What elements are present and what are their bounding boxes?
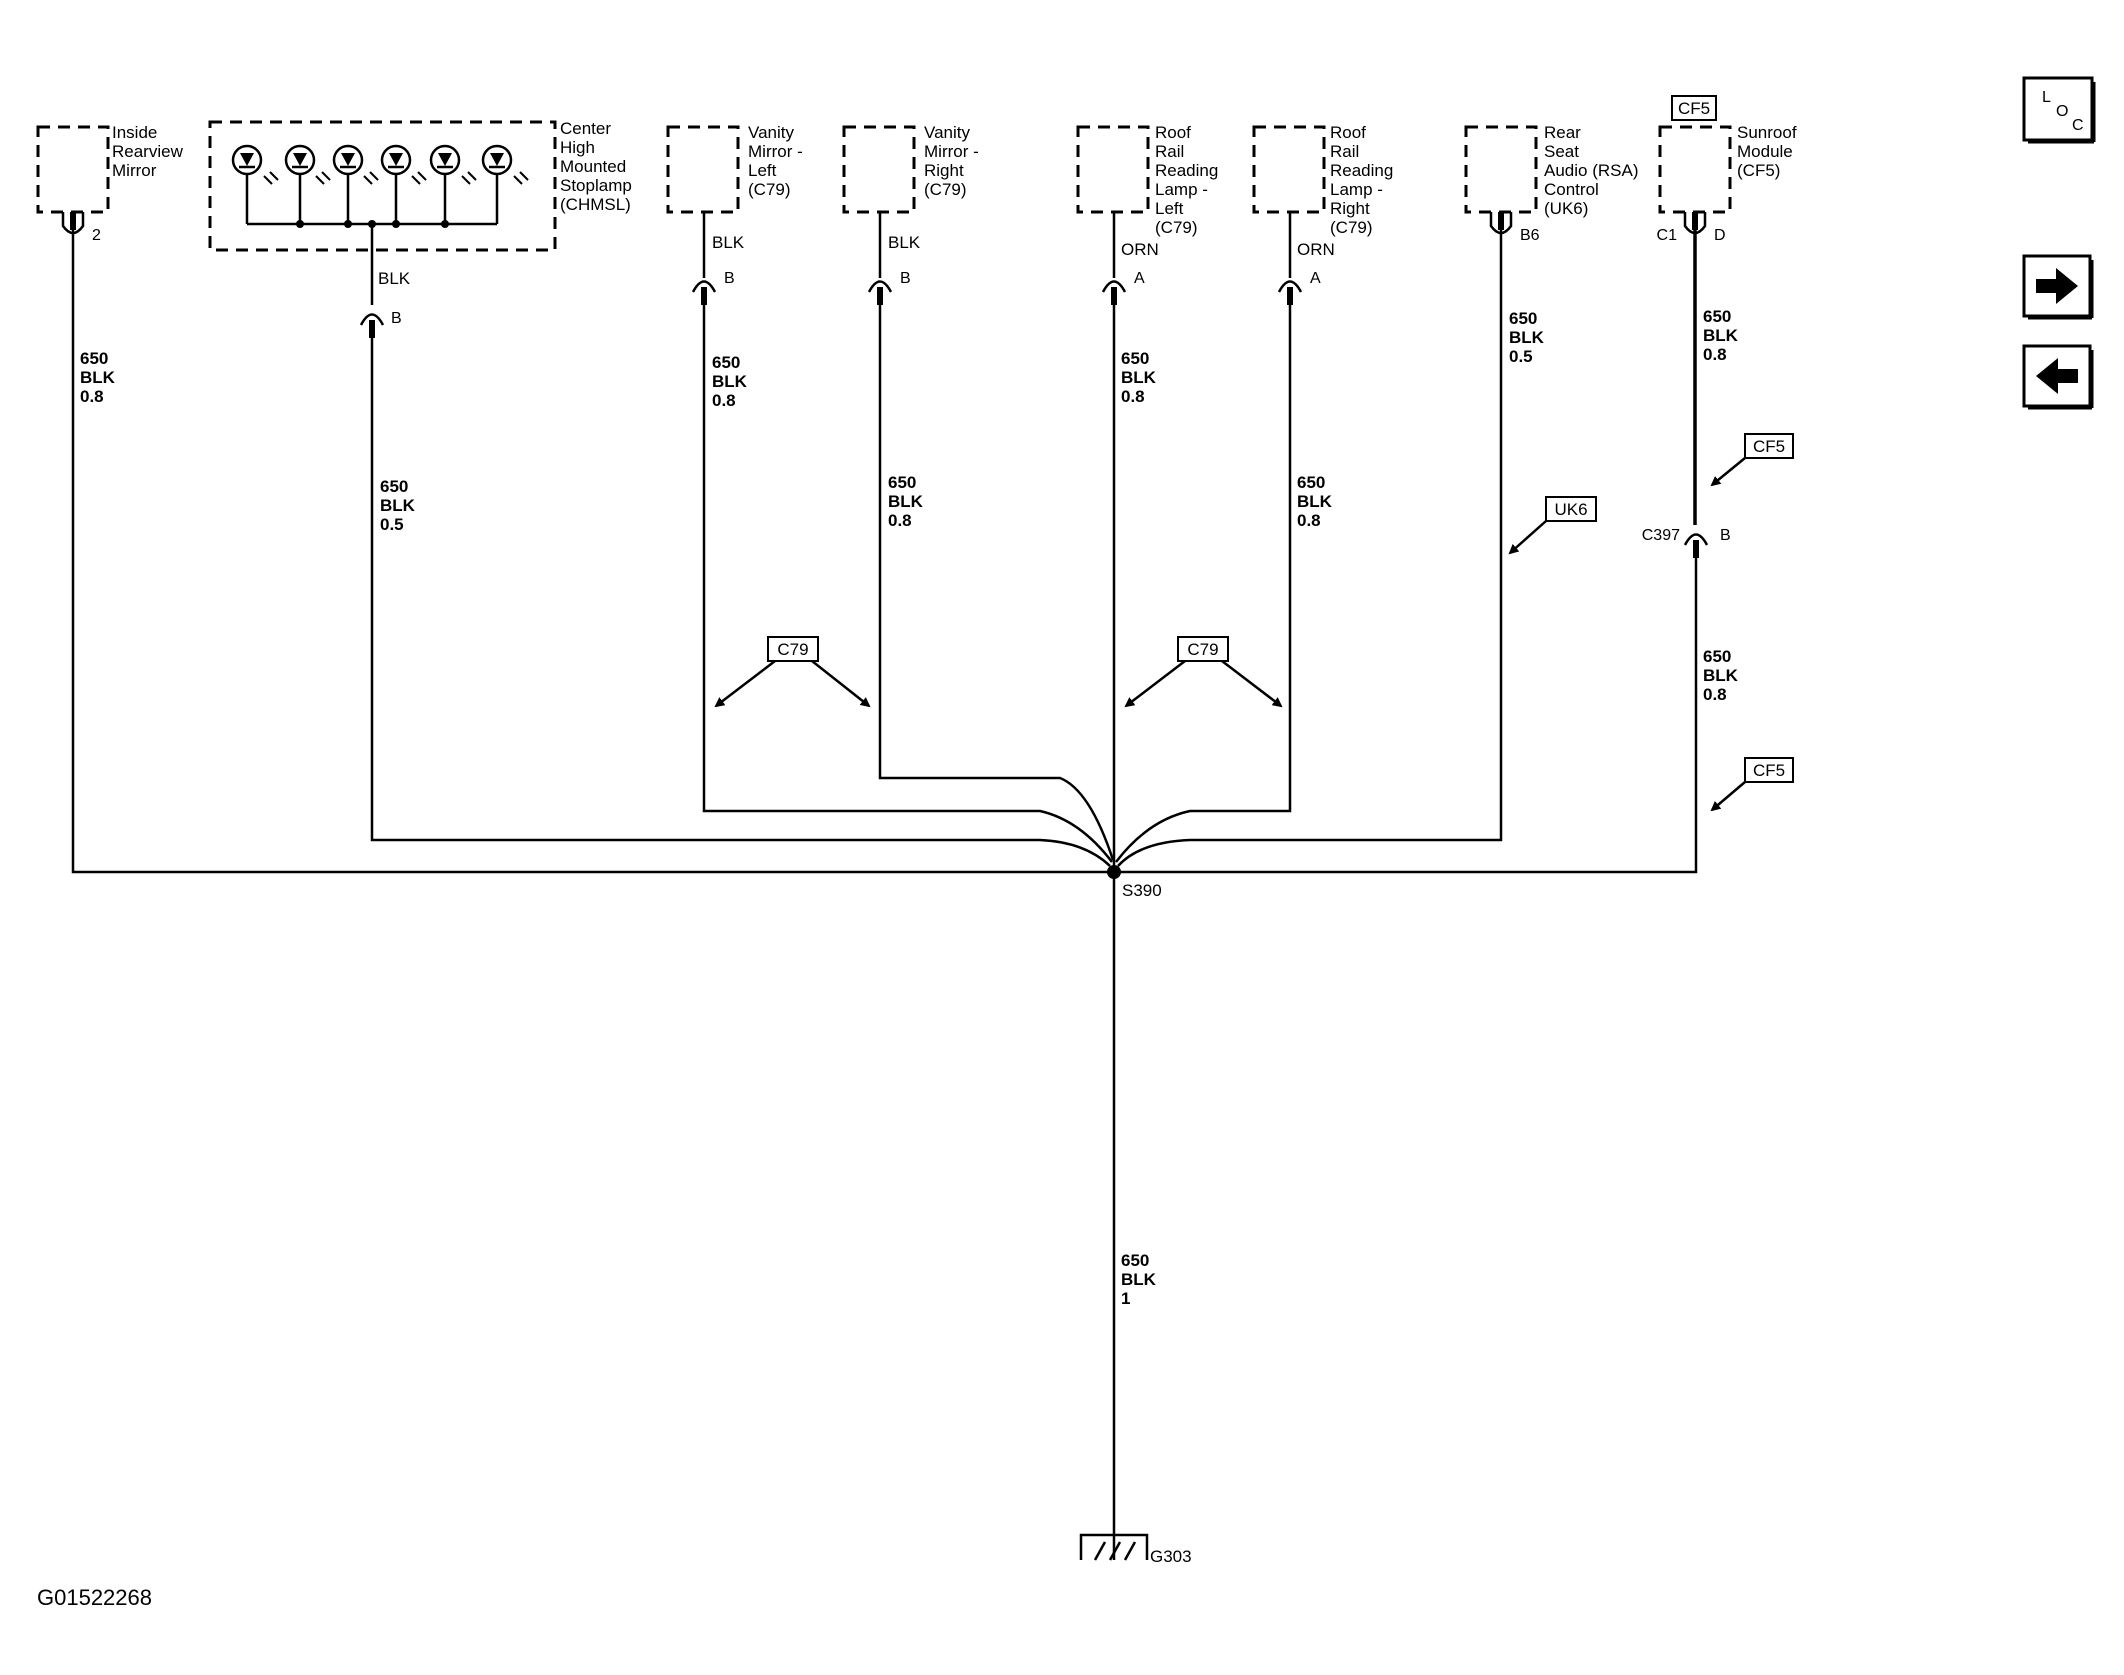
wire-spec-label: 650 BLK 0.5 bbox=[1509, 309, 1549, 366]
vanity-right-box bbox=[842, 125, 916, 214]
connector-icon bbox=[1101, 280, 1127, 305]
c79-option-tag-left: C79 bbox=[714, 636, 871, 708]
sunroof-lower-wire bbox=[1114, 558, 1698, 874]
connector-icon bbox=[61, 212, 85, 235]
vanity-left-box bbox=[666, 125, 740, 214]
svg-text:C79: C79 bbox=[777, 640, 808, 659]
loc-button-letter: O bbox=[2056, 103, 2068, 120]
wire-spec-label: 650 BLK 0.8 bbox=[80, 349, 120, 406]
vanity-right-label: Vanity Mirror - Right (C79) bbox=[924, 123, 984, 199]
splice-label: S390 bbox=[1122, 881, 1162, 900]
inside-mirror-box bbox=[36, 125, 110, 214]
cf5-option-tag-top: CF5 bbox=[1671, 95, 1717, 121]
led-icon bbox=[284, 144, 316, 176]
led-icon bbox=[332, 144, 364, 176]
connector-icon bbox=[1489, 212, 1513, 235]
c397-connector-label: C397 bbox=[1642, 527, 1680, 544]
svg-text:C79: C79 bbox=[1187, 640, 1218, 659]
loc-button[interactable]: L O C bbox=[2022, 76, 2096, 144]
pin-label: A bbox=[1134, 270, 1145, 287]
vanity-left-wire bbox=[702, 305, 1113, 863]
wire-spec-label: 650 BLK 0.5 bbox=[380, 477, 420, 534]
left-arrow-icon bbox=[2036, 358, 2078, 394]
wire-color-label: BLK bbox=[378, 269, 411, 288]
c79-option-tag-right: C79 bbox=[1124, 636, 1283, 708]
led-icon bbox=[481, 144, 513, 176]
chmsl-box bbox=[208, 120, 557, 252]
rsa-box bbox=[1464, 125, 1538, 214]
chmsl-label: Center High Mounted Stoplamp (CHMSL) bbox=[560, 119, 637, 214]
sunroof-label: Sunroof Module (CF5) bbox=[1737, 123, 1801, 180]
rsa-label: Rear Seat Audio (RSA) Control (UK6) bbox=[1544, 123, 1643, 218]
inside-mirror-wire bbox=[71, 230, 1114, 874]
pin-label: B bbox=[724, 270, 735, 287]
wire-spec-label: 650 BLK 1 bbox=[1121, 1251, 1161, 1308]
connector-icon bbox=[867, 280, 893, 305]
connector-icon bbox=[1277, 280, 1303, 305]
connector-label: C1 bbox=[1657, 227, 1678, 244]
next-button[interactable] bbox=[2022, 254, 2094, 320]
pin-label: A bbox=[1310, 270, 1321, 287]
cf5-option-tag-lower: CF5 bbox=[1710, 757, 1794, 812]
wire-spec-label: 650 BLK 0.8 bbox=[1121, 349, 1161, 406]
chmsl-wire bbox=[370, 338, 1111, 867]
pin-label: 2 bbox=[92, 227, 101, 244]
inside-mirror-label: Inside Rearview Mirror bbox=[112, 123, 188, 180]
svg-text:CF5: CF5 bbox=[1753, 437, 1785, 456]
wire-color-label: BLK bbox=[712, 233, 745, 252]
led-icon bbox=[429, 144, 461, 176]
led-icon bbox=[231, 144, 263, 176]
roof-right-label: Roof Rail Reading Lamp - Right (C79) bbox=[1330, 123, 1398, 237]
chmsl-led-array bbox=[231, 144, 529, 305]
ground-icon bbox=[1079, 1533, 1149, 1561]
wire-spec-label: 650 BLK 0.8 bbox=[1703, 647, 1743, 704]
wire-spec-label: 650 BLK 0.8 bbox=[1297, 473, 1337, 530]
led-icon bbox=[380, 144, 412, 176]
connector-icon bbox=[691, 280, 717, 305]
prev-button[interactable] bbox=[2022, 344, 2094, 410]
wire-spec-label: 650 BLK 0.8 bbox=[1703, 307, 1743, 364]
cf5-option-tag: CF5 bbox=[1710, 433, 1794, 487]
svg-text:CF5: CF5 bbox=[1753, 761, 1785, 780]
rsa-wire bbox=[1117, 230, 1503, 867]
vanity-right-wire bbox=[878, 305, 1115, 861]
pin-label: B bbox=[1720, 527, 1731, 544]
sunroof-box bbox=[1658, 125, 1732, 214]
roof-left-box bbox=[1076, 125, 1150, 214]
roof-right-box bbox=[1252, 125, 1326, 214]
wire-color-label: ORN bbox=[1297, 240, 1335, 259]
wire-spec-label: 650 BLK 0.8 bbox=[888, 473, 928, 530]
connector-icon bbox=[359, 313, 385, 338]
connector-icon bbox=[1683, 212, 1707, 235]
vanity-left-label: Vanity Mirror - Left (C79) bbox=[748, 123, 808, 199]
pin-label: D bbox=[1714, 227, 1726, 244]
svg-text:UK6: UK6 bbox=[1554, 500, 1587, 519]
roof-left-label: Roof Rail Reading Lamp - Left (C79) bbox=[1155, 123, 1223, 237]
pin-label: B6 bbox=[1520, 227, 1540, 244]
loc-button-letter: L bbox=[2042, 89, 2051, 106]
wire-color-label: BLK bbox=[888, 233, 921, 252]
c397-connector-icon bbox=[1683, 533, 1709, 558]
ground-label: G303 bbox=[1150, 1547, 1192, 1566]
splice-s390 bbox=[1107, 865, 1121, 879]
wire-color-label: ORN bbox=[1121, 240, 1159, 259]
roof-right-wire bbox=[1115, 305, 1292, 863]
figure-id: G01522268 bbox=[37, 1585, 152, 1610]
right-arrow-icon bbox=[2036, 268, 2078, 304]
wire-spec-label: 650 BLK 0.8 bbox=[712, 353, 752, 410]
pin-label: B bbox=[900, 270, 911, 287]
led-emission-marks bbox=[263, 171, 529, 185]
pin-label: B bbox=[391, 310, 402, 327]
uk6-option-tag: UK6 bbox=[1508, 496, 1597, 555]
loc-button-letter: C bbox=[2072, 117, 2084, 134]
svg-text:CF5: CF5 bbox=[1678, 99, 1710, 118]
